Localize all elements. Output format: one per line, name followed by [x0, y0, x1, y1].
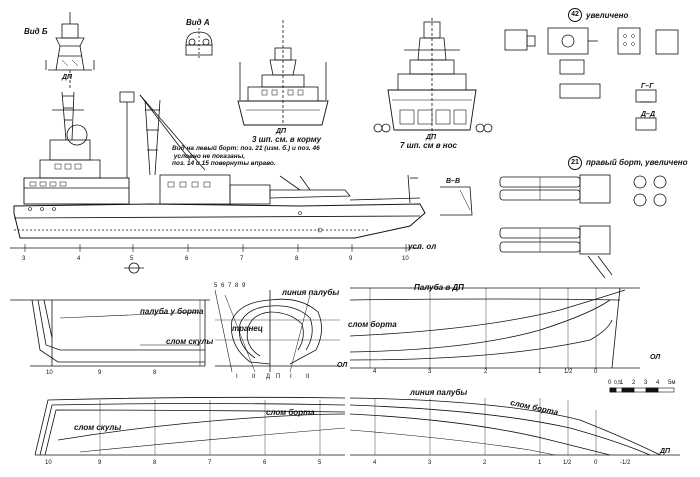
view-a [185, 28, 213, 58]
plan-frame-10: 10 [45, 460, 52, 466]
plan-frame-r4: 4 [373, 460, 377, 466]
bow-view-caption: 7 шп. см в нос [400, 141, 457, 150]
plan-frame-rhalf: 1/2 [563, 460, 572, 466]
profile-frame-4: 4 [77, 256, 81, 262]
bow-view [373, 18, 493, 135]
body-plan-bottom-3: Д [266, 374, 271, 380]
detail-42-drawing [504, 27, 679, 131]
transom-label: транец [232, 324, 263, 333]
body-plan-bottom-6: II [306, 374, 310, 380]
fwd-ol-label: ОЛ [650, 354, 661, 361]
plan-frame-9: 9 [98, 460, 102, 466]
scale-tick-5: 5м [668, 380, 676, 386]
scale-tick-0: 0 [608, 380, 612, 386]
fwd-frame-3: 3 [428, 369, 432, 375]
scale-tick-05: 0,5 [614, 380, 621, 386]
plan-dp-label: ДП [660, 448, 671, 455]
view-a-label: Вид А [186, 18, 210, 27]
aft-frame-8: 8 [153, 370, 157, 376]
aft-frame-10: 10 [46, 370, 53, 376]
fwd-lines [349, 287, 640, 369]
plan-frame-r2: 2 [483, 460, 487, 466]
scale-tick-4: 4 [656, 380, 660, 386]
plan-frame-6: 6 [263, 460, 267, 466]
deck-line-plan-label: линия палубы [410, 388, 468, 397]
scale-tick-1: 1 [620, 380, 624, 386]
profile-frame-10: 10 [402, 256, 409, 262]
view-b-label: Вид Б [24, 27, 48, 36]
aft-view [237, 20, 329, 126]
view-b-dp-label: ДП [62, 74, 73, 81]
body-plan-ol: ОЛ [337, 362, 348, 369]
aft-frame-9: 9 [98, 370, 102, 376]
plan-frame-r0: 0 [594, 460, 598, 466]
plan-frame-5: 5 [318, 460, 322, 466]
plan-frame-r1: 1 [538, 460, 542, 466]
bow-view-dp: ДП [426, 134, 437, 141]
section-vv-drawing [440, 186, 473, 216]
plan-frame-rminushalf: -1/2 [620, 460, 631, 466]
fwd-frame-2: 2 [484, 369, 488, 375]
body-plan [214, 289, 340, 373]
chine-line-label: слом скулы [166, 337, 214, 346]
profile-frame-8: 8 [295, 256, 299, 262]
aft-view-dp: ДП [276, 128, 287, 135]
left-side-note: Вид на левый борт: поз. 21 (изм. б.) и п… [172, 145, 320, 167]
deck-in-dp-label: Палуба в ДП [414, 283, 464, 292]
detail-21-drawing [499, 174, 667, 279]
detail-21-number: 21 [568, 156, 582, 170]
section-gg-label: Г–Г [641, 83, 654, 90]
plan-lines-aft [34, 396, 346, 456]
body-plan-bottom-4: П [276, 374, 281, 380]
plan-frame-7: 7 [208, 460, 212, 466]
detail-42-number: 42 [568, 8, 582, 22]
fwd-frame-4: 4 [373, 369, 377, 375]
scale-bar [609, 387, 675, 393]
detail-21-caption: правый борт, увеличено [586, 158, 688, 167]
profile-frame-5: 5 [130, 256, 134, 262]
aft-lines [10, 299, 210, 367]
detail-42-caption: увеличено [586, 11, 629, 20]
fwd-frame-0: 0 [594, 369, 598, 375]
view-b [45, 12, 95, 90]
scale-tick-2: 2 [632, 380, 636, 386]
aft-view-caption: 3 шп. см. в корму [252, 135, 322, 144]
usl-ol-label: усл. ол [408, 242, 437, 251]
profile-frame-6: 6 [185, 256, 189, 262]
deck-at-side-label: палуба у борта [140, 307, 204, 316]
sheer-break-plan-label: слом борта [266, 408, 315, 417]
plan-frame-r3: 3 [428, 460, 432, 466]
fwd-frame-half: 1/2 [564, 369, 573, 375]
scale-tick-3: 3 [644, 380, 648, 386]
deck-line-body-label: линия палубы [282, 288, 340, 297]
body-plan-bottom-2: II [252, 374, 256, 380]
ship-profile [10, 91, 426, 274]
profile-frame-7: 7 [240, 256, 244, 262]
plan-frame-8: 8 [153, 460, 157, 466]
fwd-frame-1: 1 [538, 369, 542, 375]
section-dd-label: Д–Д [641, 111, 656, 118]
sheer-break-top-label: слом борта [348, 320, 397, 329]
section-vv-label: В–В [446, 178, 461, 185]
body-plan-bottom-1: I [236, 374, 238, 380]
body-plan-bottom-5: I [290, 374, 292, 380]
chine-line-plan-label: слом скулы [74, 423, 122, 432]
profile-frame-3: 3 [22, 256, 26, 262]
body-plan-top-numbers: 5 6 7 8 9 [214, 283, 247, 289]
plan-lines-fwd [349, 397, 680, 456]
profile-frame-9: 9 [349, 256, 353, 262]
